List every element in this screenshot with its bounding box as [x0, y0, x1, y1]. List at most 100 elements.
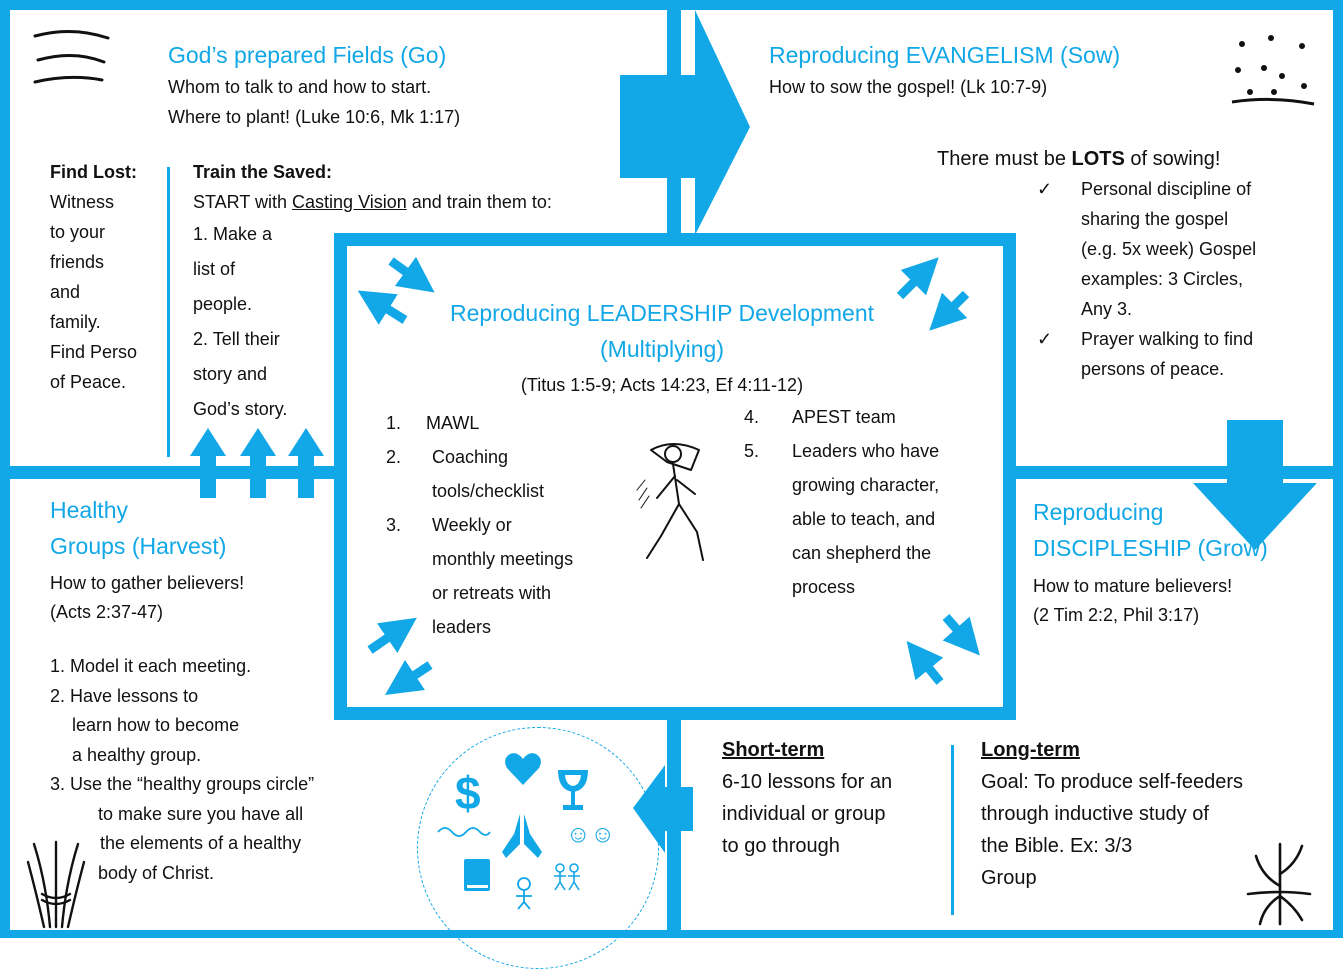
leadership-item: 5. Leaders who have growing character, able… — [744, 434, 939, 604]
find-lost-heading: Find Lost: — [50, 162, 137, 182]
heart-icon — [505, 753, 541, 785]
leadership-list-right: 4. APEST team 5. Leaders who have growing c… — [744, 400, 939, 604]
train-line: 1. Make a — [193, 224, 273, 244]
long-term-line: through inductive study of — [981, 803, 1209, 825]
sower-figure-icon — [636, 443, 704, 561]
train-line: 2. Tell their — [193, 329, 280, 349]
harvest-line-2: (Acts 2:37-47) — [50, 602, 164, 622]
checklist-line: persons of peace. — [1081, 359, 1225, 379]
leadership-item: 3. Weekly or monthly meetings or retreats w… — [386, 508, 573, 644]
wheat-sheaf-icon — [26, 840, 86, 929]
harvest-title-1: Healthy — [50, 497, 128, 523]
harvest-step-line: 2. Have lessons to — [50, 685, 199, 706]
find-lost-block: Find Lost: Witness to your friends and f… — [50, 157, 137, 397]
item-number: 1. — [386, 413, 402, 433]
item-line: or retreats with — [432, 583, 552, 603]
item-line: process — [792, 577, 856, 597]
short-term-line: to go through — [722, 835, 840, 857]
train-line: story and — [193, 364, 268, 384]
lots-text: There must be — [937, 148, 1072, 170]
leadership-title-1: Reproducing LEADERSHIP Development — [449, 300, 875, 326]
leadership-title-2: (Multiplying) — [600, 336, 724, 362]
arrows-up-icon — [190, 428, 324, 498]
item-line: tools/checklist — [432, 481, 545, 501]
train-saved-block: Train the Saved: START with Casting Visi… — [193, 157, 552, 427]
item-line: monthly meetings — [432, 549, 574, 569]
sow-subtitle: How to sow the gospel! (Lk 10:7-9) — [769, 77, 1048, 97]
term-divider — [951, 745, 954, 915]
lots-text: of sowing! — [1124, 148, 1221, 170]
go-line-1: Whom to talk to and how to start. — [168, 77, 432, 97]
check-icon: ✓ — [1037, 179, 1053, 199]
train-heading: Train the Saved: — [193, 162, 333, 182]
checklist-line: examples: 3 Circles, — [1081, 269, 1244, 289]
harvest-step-line: learn how to become — [72, 715, 240, 735]
leadership-refs: (Titus 1:5-9; Acts 14:23, Ef 4:11-12) — [520, 375, 804, 395]
train-line: people. — [193, 294, 253, 314]
item-line: growing character, — [792, 475, 940, 495]
find-lost-line: to your — [50, 222, 106, 242]
find-lost-line: family. — [50, 312, 101, 332]
short-term-heading: Short-term — [722, 739, 825, 761]
go-line-2: Where to plant! (Luke 10:6, Mk 1:17) — [168, 107, 461, 127]
item-number: 5. — [744, 441, 760, 461]
arrow-right-icon — [620, 10, 750, 235]
harvest-line-1: How to gather believers! — [50, 573, 245, 593]
item-number: 3. — [386, 515, 402, 535]
leadership-list-left: 1. MAWL 2. Coaching tools/checklist 3. Weekl… — [386, 406, 573, 644]
find-lost-line: Witness — [50, 192, 115, 212]
leadership-box — [334, 233, 1016, 720]
go-title: God’s prepared Fields (Go) — [168, 42, 447, 68]
harvest-step-line: to make sure you have all — [98, 803, 304, 824]
long-term-line: Group — [981, 867, 1037, 889]
wind-lines-icon — [33, 29, 110, 84]
bible-icon — [464, 859, 490, 891]
sowing-checklist: ✓ Personal discipline of sharing the gos… — [1037, 174, 1256, 384]
casting-vision-text: Casting Vision — [292, 192, 407, 212]
find-lost-line: of Peace. — [50, 372, 127, 392]
checklist-item: ✓ Personal discipline of sharing the gos… — [1037, 174, 1256, 324]
sow-title: Reproducing EVANGELISM (Sow) — [769, 42, 1121, 68]
find-lost-line: and — [50, 282, 81, 302]
checklist-line: sharing the gospel — [1081, 209, 1229, 229]
find-lost-line: Find Perso — [50, 342, 138, 362]
short-term-block: Short-term 6-10 lessons for an individua… — [722, 734, 892, 862]
checklist-line: Any 3. — [1081, 299, 1133, 319]
lots-bold: LOTS — [1071, 148, 1125, 170]
train-intro-text: and train them to: — [406, 192, 552, 212]
grow-line-1: How to mature believers! — [1033, 576, 1233, 596]
checklist-line: (e.g. 5x week) Gospel — [1081, 239, 1257, 259]
grow-line-2: (2 Tim 2:2, Phil 3:17) — [1033, 605, 1200, 625]
item-line: can shepherd the — [792, 543, 932, 563]
checklist-item: ✓ Prayer walking to find persons of peac… — [1037, 324, 1256, 384]
item-line: Leaders who have — [792, 441, 940, 461]
leadership-item: 2. Coaching tools/checklist — [386, 440, 573, 508]
lots-of-sowing: There must be LOTS of sowing! — [937, 144, 1220, 174]
item-line: able to teach, and — [792, 509, 936, 529]
item-number: 2. — [386, 447, 402, 467]
grow-title-2: DISCIPLESHIP (Grow) — [1033, 535, 1268, 561]
checklist-line: Prayer walking to find — [1081, 329, 1254, 349]
item-number: 4. — [744, 407, 760, 427]
grow-title-1: Reproducing — [1033, 499, 1164, 525]
train-line: list of — [193, 259, 236, 279]
cup-icon — [558, 770, 588, 810]
item-line: Weekly or — [432, 515, 512, 535]
arrow-down-icon — [1193, 420, 1317, 550]
item-line: APEST team — [792, 407, 896, 427]
train-intro: START with Casting Vision and train them… — [193, 187, 552, 217]
item-line: MAWL — [426, 413, 480, 433]
long-term-heading: Long-term — [981, 739, 1080, 761]
corner-arrows-icon — [357, 256, 980, 695]
smiles-icon: ☺☺ — [566, 821, 616, 848]
item-line: Coaching — [432, 447, 509, 467]
harvest-steps: 1. Model it each meeting. 2. Have lesson… — [50, 652, 314, 888]
check-icon: ✓ — [1037, 329, 1053, 349]
harvest-step-line: a healthy group. — [72, 744, 202, 765]
checklist-line: Personal discipline of — [1081, 179, 1252, 199]
leadership-item: 1. MAWL — [386, 406, 573, 440]
praying-hands-icon — [502, 814, 542, 858]
item-line: leaders — [432, 617, 492, 637]
short-term-line: individual or group — [722, 803, 886, 825]
long-term-block: Long-term Goal: To produce self-feeders … — [981, 734, 1243, 894]
